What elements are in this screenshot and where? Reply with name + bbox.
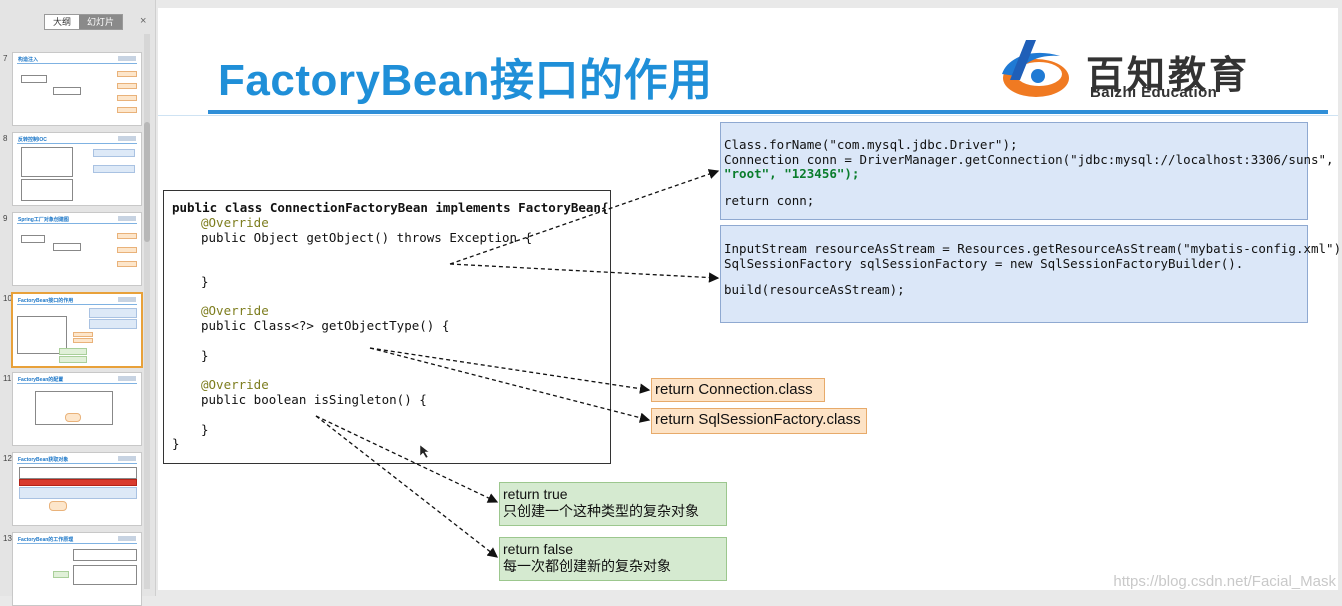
code-line-override: @Override xyxy=(201,377,269,392)
thumbnail-title: FactoryBean的工作原理 xyxy=(18,537,74,543)
note-line: return false xyxy=(503,541,574,557)
code-line-close-brace: } xyxy=(201,348,209,363)
slide-thumbnail-7[interactable]: 构造注入 xyxy=(12,52,142,126)
title-divider xyxy=(208,110,1328,114)
thumbnail-number: 13 xyxy=(3,534,12,543)
close-icon[interactable]: × xyxy=(140,15,147,27)
code-line-close-brace: } xyxy=(201,274,209,289)
thumbnail-logo xyxy=(118,56,136,61)
thumbnail-logo xyxy=(118,536,136,541)
code-line-class: public class ConnectionFactoryBean imple… xyxy=(172,200,609,215)
thumbnail-number: 9 xyxy=(3,214,8,223)
thumbnail-number: 7 xyxy=(3,54,8,63)
note-line: 每一次都创建新的复杂对象 xyxy=(503,558,671,574)
thumbnail-number: 11 xyxy=(3,374,12,383)
title-divider-shadow xyxy=(158,115,1338,116)
slide-thumbnail-8[interactable]: 反转控制IOC xyxy=(12,132,142,206)
thumbnail-logo xyxy=(118,216,136,221)
note-line: InputStream resourceAsStream = Resources… xyxy=(724,241,1342,256)
slide-thumbnail-12[interactable]: FactoryBean获取对象 xyxy=(12,452,142,526)
code-line-getobject: public Object getObject() throws Excepti… xyxy=(201,230,533,245)
thumbnail-logo xyxy=(118,456,136,461)
code-line-getobjecttype: public Class<?> getObjectType() { xyxy=(201,318,450,333)
note-connection-code: Class.forName("com.mysql.jdbc.Driver"); … xyxy=(720,122,1334,220)
code-line-override: @Override xyxy=(201,303,269,318)
watermark-text: https://blog.csdn.net/Facial_Mask xyxy=(1113,573,1336,590)
note-line: build(resourceAsStream); xyxy=(724,282,905,297)
note-line: "root", "123456"); xyxy=(724,166,860,181)
thumbnail-title: FactoryBean的配置 xyxy=(18,377,64,383)
code-line-issingleton: public boolean isSingleton() { xyxy=(201,392,427,407)
slide-thumbnail-13[interactable]: FactoryBean的工作原理 xyxy=(12,532,142,606)
note-line: return true xyxy=(503,486,568,502)
note-line: Connection conn = DriverManager.getConne… xyxy=(724,151,1334,167)
code-block: public class ConnectionFactoryBean imple… xyxy=(163,190,611,464)
tab-slides[interactable]: 幻灯片 xyxy=(79,15,123,29)
slide-thumbnail-10[interactable]: FactoryBean接口的作用 xyxy=(11,292,143,368)
baizhi-swirl-logo-icon xyxy=(1002,40,1069,97)
thumbnail-number: 12 xyxy=(3,454,12,463)
slide-title: FactoryBean接口的作用 xyxy=(218,56,713,105)
thumbnail-logo xyxy=(118,297,136,302)
code-line-override: @Override xyxy=(201,215,269,230)
note-line: return conn; xyxy=(724,192,815,208)
note-return-sqlsession: return SqlSessionFactory.class xyxy=(651,408,867,434)
note-sqlsession-code: InputStream resourceAsStream = Resources… xyxy=(720,225,1342,323)
thumbnail-logo xyxy=(118,136,136,141)
slide-thumbnail-11[interactable]: FactoryBean的配置 xyxy=(12,372,142,446)
code-line-class-close: } xyxy=(172,436,180,451)
logo-chinese-text: 百知教育 xyxy=(1086,55,1251,97)
note-return-false: return false 每一次都创建新的复杂对象 xyxy=(499,537,727,581)
note-return-connection: return Connection.class xyxy=(651,378,825,402)
thumbnail-number: 10 xyxy=(3,294,12,303)
note-line: SqlSessionFactory sqlSessionFactory = ne… xyxy=(724,255,1244,271)
thumbnail-number: 8 xyxy=(3,134,8,143)
thumbnail-title: 反转控制IOC xyxy=(18,137,47,143)
slide-thumbnail-9[interactable]: Spring工厂对象创建图 xyxy=(12,212,142,286)
thumbnail-title: 构造注入 xyxy=(18,57,39,63)
slide-thumbnail-panel: 大纲 幻灯片 × 7 构造注入 8 反转控制IOC 9 Spring工厂对象创建… xyxy=(0,0,156,606)
code-line-close-brace: } xyxy=(201,422,209,437)
logo-english-text: Baizhi Education xyxy=(1090,84,1218,101)
thumbnail-scrollbar[interactable] xyxy=(144,34,150,589)
thumbnail-logo xyxy=(118,376,136,381)
thumbnail-title: Spring工厂对象创建图 xyxy=(18,217,69,223)
note-line: 只创建一个这种类型的复杂对象 xyxy=(503,503,699,519)
thumbnail-title: FactoryBean获取对象 xyxy=(18,457,69,463)
scrollbar-thumb[interactable] xyxy=(144,122,150,242)
slide-canvas: FactoryBean接口的作用 百知教育 Baizhi Education p… xyxy=(158,8,1342,590)
tab-outline[interactable]: 大纲 xyxy=(53,17,72,27)
thumbnail-title: FactoryBean接口的作用 xyxy=(18,298,74,304)
note-line: Class.forName("com.mysql.jdbc.Driver"); xyxy=(724,137,1018,152)
view-tabs: 大纲 幻灯片 xyxy=(44,14,124,30)
note-return-true: return true 只创建一个这种类型的复杂对象 xyxy=(499,482,727,526)
